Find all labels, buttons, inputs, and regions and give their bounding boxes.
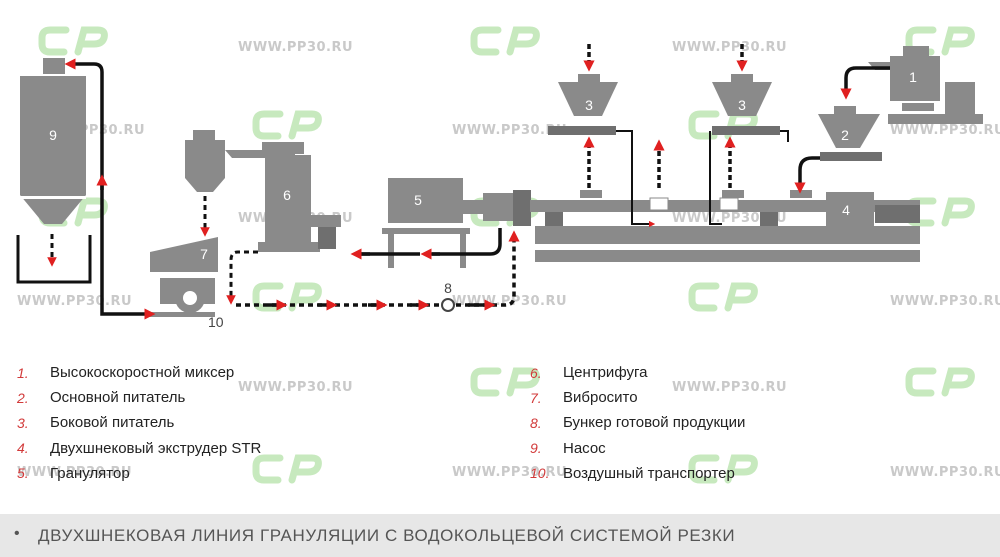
watermark-logo	[38, 26, 108, 56]
legend-left: 1. Высокоскоростной миксер 2. Основной пит…	[17, 360, 261, 486]
label-9: 8	[444, 280, 452, 296]
legend-right: 6. Центрифуга 7. Вибросито 8. Бункер готово…	[530, 360, 745, 486]
watermark-text: WWW.PP30.RU	[452, 465, 568, 480]
label-3b: 3	[738, 97, 746, 113]
legend-item: 10. Воздушный транспортер	[530, 461, 745, 486]
label-5: 5	[414, 192, 422, 208]
watermark-text: WWW.PP30.RU	[890, 465, 1000, 480]
main-feeder: 2	[818, 106, 882, 161]
main-feeder-to-extruder	[794, 156, 820, 194]
legend-number: 9.	[530, 440, 542, 457]
granulator: 5	[382, 178, 531, 268]
legend-item: 3. Боковой питатель	[17, 410, 261, 435]
watermark-text: WWW.PP30.RU	[672, 211, 788, 226]
legend-number: 6.	[530, 364, 542, 381]
extruder: 4	[530, 190, 920, 262]
high-speed-mixer: 1	[868, 46, 983, 124]
legend-item: 5. Гранулятор	[17, 461, 261, 486]
legend-number: 8.	[530, 414, 542, 431]
legend-item: 4. Двухшнековый экструдер STR	[17, 436, 261, 461]
legend-label: Центрифуга	[563, 364, 648, 382]
label-4: 4	[842, 202, 850, 218]
watermark-logo	[252, 282, 322, 312]
pump-to-granulator	[456, 230, 520, 307]
mixer-to-main-feeder	[840, 66, 890, 100]
legend-label: Двухшнековый экструдер STR	[50, 439, 262, 457]
feeder-a-to-extruder	[616, 130, 656, 228]
legend-number: 3.	[17, 414, 29, 431]
legend-item: 1. Высокоскоростной миксер	[17, 360, 261, 385]
label-8: 9	[49, 127, 57, 143]
granulator-to-return	[489, 228, 502, 256]
centrifuge-drain	[226, 250, 258, 305]
legend-label: Высокоскоростной миксер	[50, 364, 235, 382]
pump-icon	[441, 298, 455, 312]
label-6: 6	[283, 187, 291, 203]
legend-label: Гранулятор	[50, 464, 130, 482]
label-10: 10	[208, 314, 224, 330]
legend-label: Боковой питатель	[50, 414, 175, 432]
watermark-logo	[252, 454, 322, 484]
legend-number: 1.	[17, 364, 29, 381]
side-feeder-b: 3	[712, 74, 780, 135]
legend-label: Насос	[563, 439, 606, 457]
watermark-logo	[688, 282, 758, 312]
legend-label: Вибросито	[563, 389, 638, 407]
legend-number: 2.	[17, 389, 29, 406]
product-bunker: 9	[16, 58, 92, 284]
watermark-logo	[470, 26, 540, 56]
footer-bar: • ДВУХШНЕКОВАЯ ЛИНИЯ ГРАНУЛЯЦИИ С ВОДОКО…	[0, 514, 1000, 557]
label-2: 2	[841, 127, 849, 143]
watermark-text: WWW.PP30.RU	[672, 380, 788, 395]
watermark-text: WWW.PP30.RU	[890, 123, 1000, 138]
watermark-text: WWW.PP30.RU	[238, 40, 354, 55]
process-diagram: 9 7 10 6 5	[16, 44, 983, 330]
legend-number: 5.	[17, 465, 29, 482]
watermark-text: WWW.PP30.RU	[238, 380, 354, 395]
watermark-logo	[470, 367, 540, 397]
label-1: 1	[909, 69, 917, 85]
legend-number: 4.	[17, 440, 29, 457]
side-feeder-a: 3	[548, 74, 618, 135]
watermark-text: WWW.PP30.RU	[672, 40, 788, 55]
legend-number: 10.	[530, 465, 550, 482]
air-transport-line	[64, 58, 156, 320]
footer-bullet: •	[14, 525, 20, 542]
footer-title: ДВУХШНЕКОВАЯ ЛИНИЯ ГРАНУЛЯЦИИ С ВОДОКОЛЬ…	[38, 526, 736, 545]
legend-item: 2. Основной питатель	[17, 385, 261, 410]
watermark-logo	[252, 110, 322, 140]
label-7: 7	[200, 246, 208, 262]
legend-label: Воздушный транспортер	[563, 464, 735, 482]
legend-item: 6. Центрифуга	[530, 360, 745, 385]
air-transporter: 10	[145, 283, 224, 330]
watermark-text: WWW.PP30.RU	[452, 123, 568, 138]
label-3a: 3	[585, 97, 593, 113]
watermark-logo	[688, 454, 758, 484]
legend-label: Основной питатель	[50, 389, 186, 407]
centrifuge: 6	[185, 130, 341, 252]
feeder-b-to-extruder	[709, 130, 789, 225]
watermark-text: WWW.PP30.RU	[890, 294, 1000, 309]
legend-item: 7. Вибросито	[530, 385, 745, 410]
legend-label: Бункер готовой продукции	[563, 414, 746, 432]
legend-number: 7.	[530, 389, 542, 406]
legend-item: 8. Бункер готовой продукции	[530, 410, 745, 435]
watermark-logo	[905, 367, 975, 397]
legend-item: 9. Насос	[530, 436, 745, 461]
watermark-text: WWW.PP30.RU	[17, 465, 133, 480]
